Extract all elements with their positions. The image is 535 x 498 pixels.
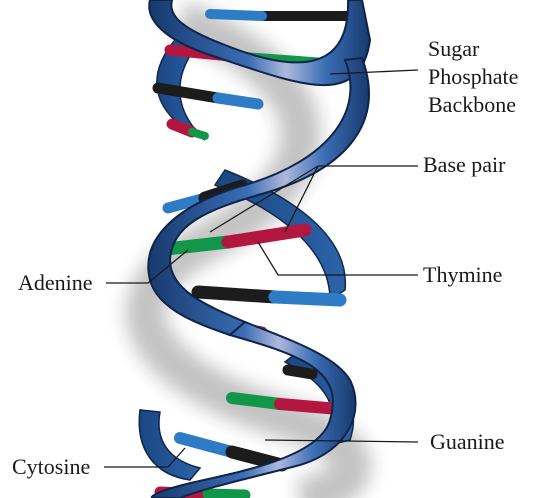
label-phosphate: Phosphate: [428, 64, 518, 89]
adenine-bar: [208, 494, 245, 495]
label-adenine: Adenine: [18, 270, 93, 295]
cytosine-bar: [210, 14, 262, 16]
adenine-bar: [232, 398, 280, 404]
cytosine-bar: [275, 297, 340, 300]
label-cytosine: Cytosine: [12, 454, 90, 479]
label-sugar: Sugar: [428, 36, 480, 61]
label-thymine: Thymine: [423, 262, 502, 287]
label-guanine: Guanine: [430, 429, 505, 454]
cytosine-bar: [218, 98, 258, 104]
label-backbone: Backbone: [428, 92, 516, 117]
guanine-bar: [288, 370, 312, 374]
cytosine-bar: [180, 438, 232, 452]
guanine-bar: [198, 292, 275, 297]
adenine-bar: [192, 132, 205, 136]
label-base-pair: Base pair: [423, 152, 506, 177]
